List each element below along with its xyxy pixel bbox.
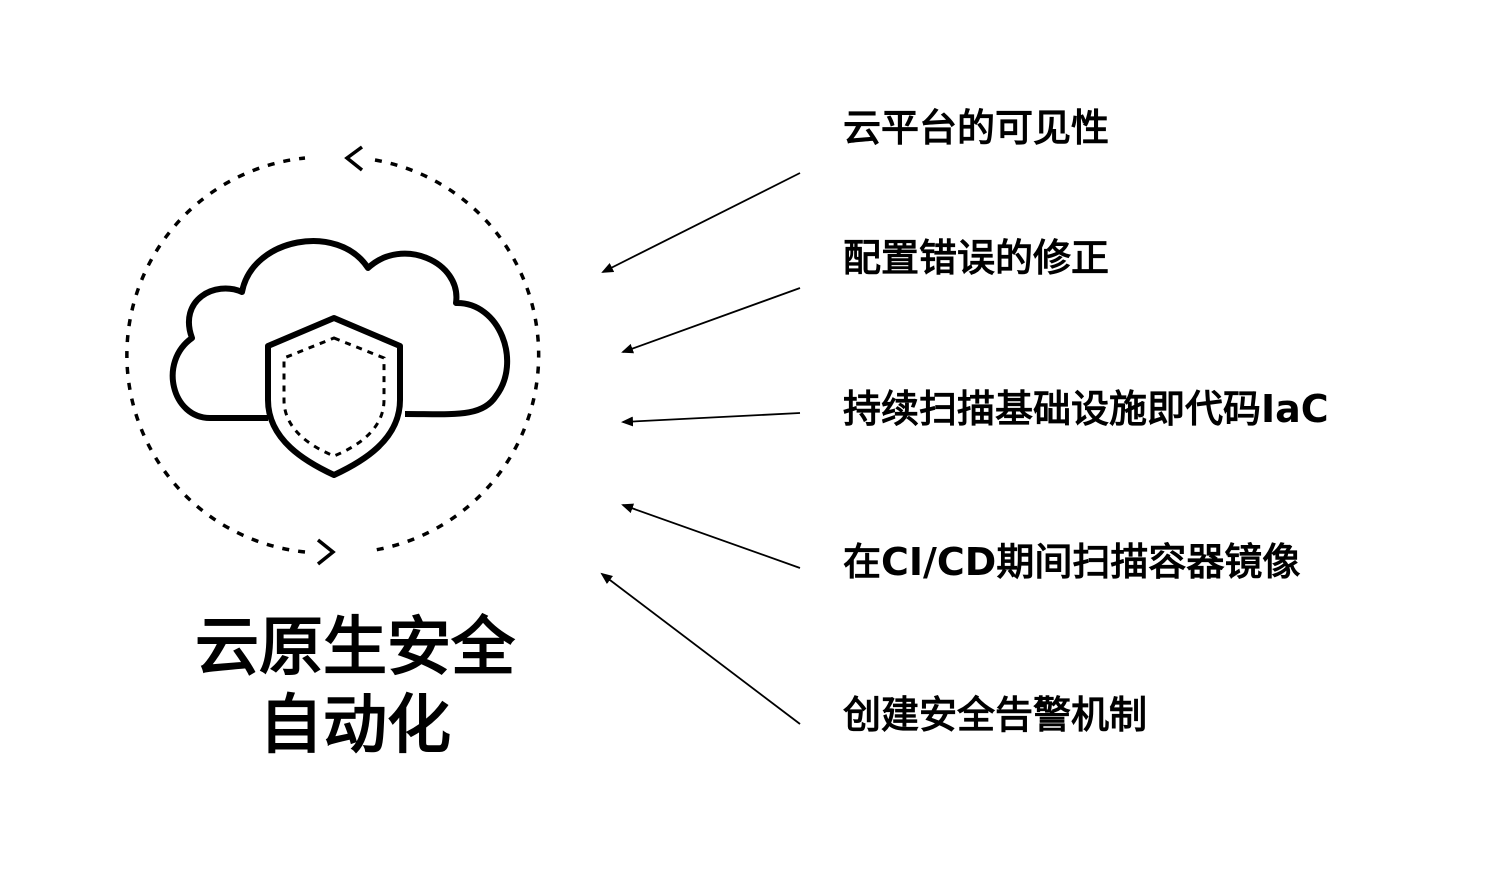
item-label-iac-scan: 持续扫描基础设施即代码IaC bbox=[843, 387, 1329, 431]
arrow-1 bbox=[601, 172, 801, 273]
item-label-visibility: 云平台的可见性 bbox=[843, 106, 1110, 150]
item-label-misconfig: 配置错误的修正 bbox=[843, 236, 1110, 280]
arrow-4 bbox=[621, 503, 801, 569]
arrow-5 bbox=[600, 572, 801, 725]
item-label-alerting: 创建安全告警机制 bbox=[843, 693, 1148, 737]
cycle-arrows-icon bbox=[125, 156, 541, 554]
shield-icon bbox=[265, 315, 403, 478]
arrow-2 bbox=[621, 287, 801, 354]
cycle-arrowheads bbox=[316, 145, 364, 566]
cloud-icon bbox=[169, 238, 511, 421]
arrow-3 bbox=[621, 412, 801, 427]
title-line-1: 云原生安全 bbox=[195, 611, 515, 685]
item-label-container-scan: 在CI/CD期间扫描容器镜像 bbox=[843, 540, 1301, 584]
connector-arrows bbox=[600, 172, 801, 725]
title-line-2: 自动化 bbox=[259, 689, 451, 763]
